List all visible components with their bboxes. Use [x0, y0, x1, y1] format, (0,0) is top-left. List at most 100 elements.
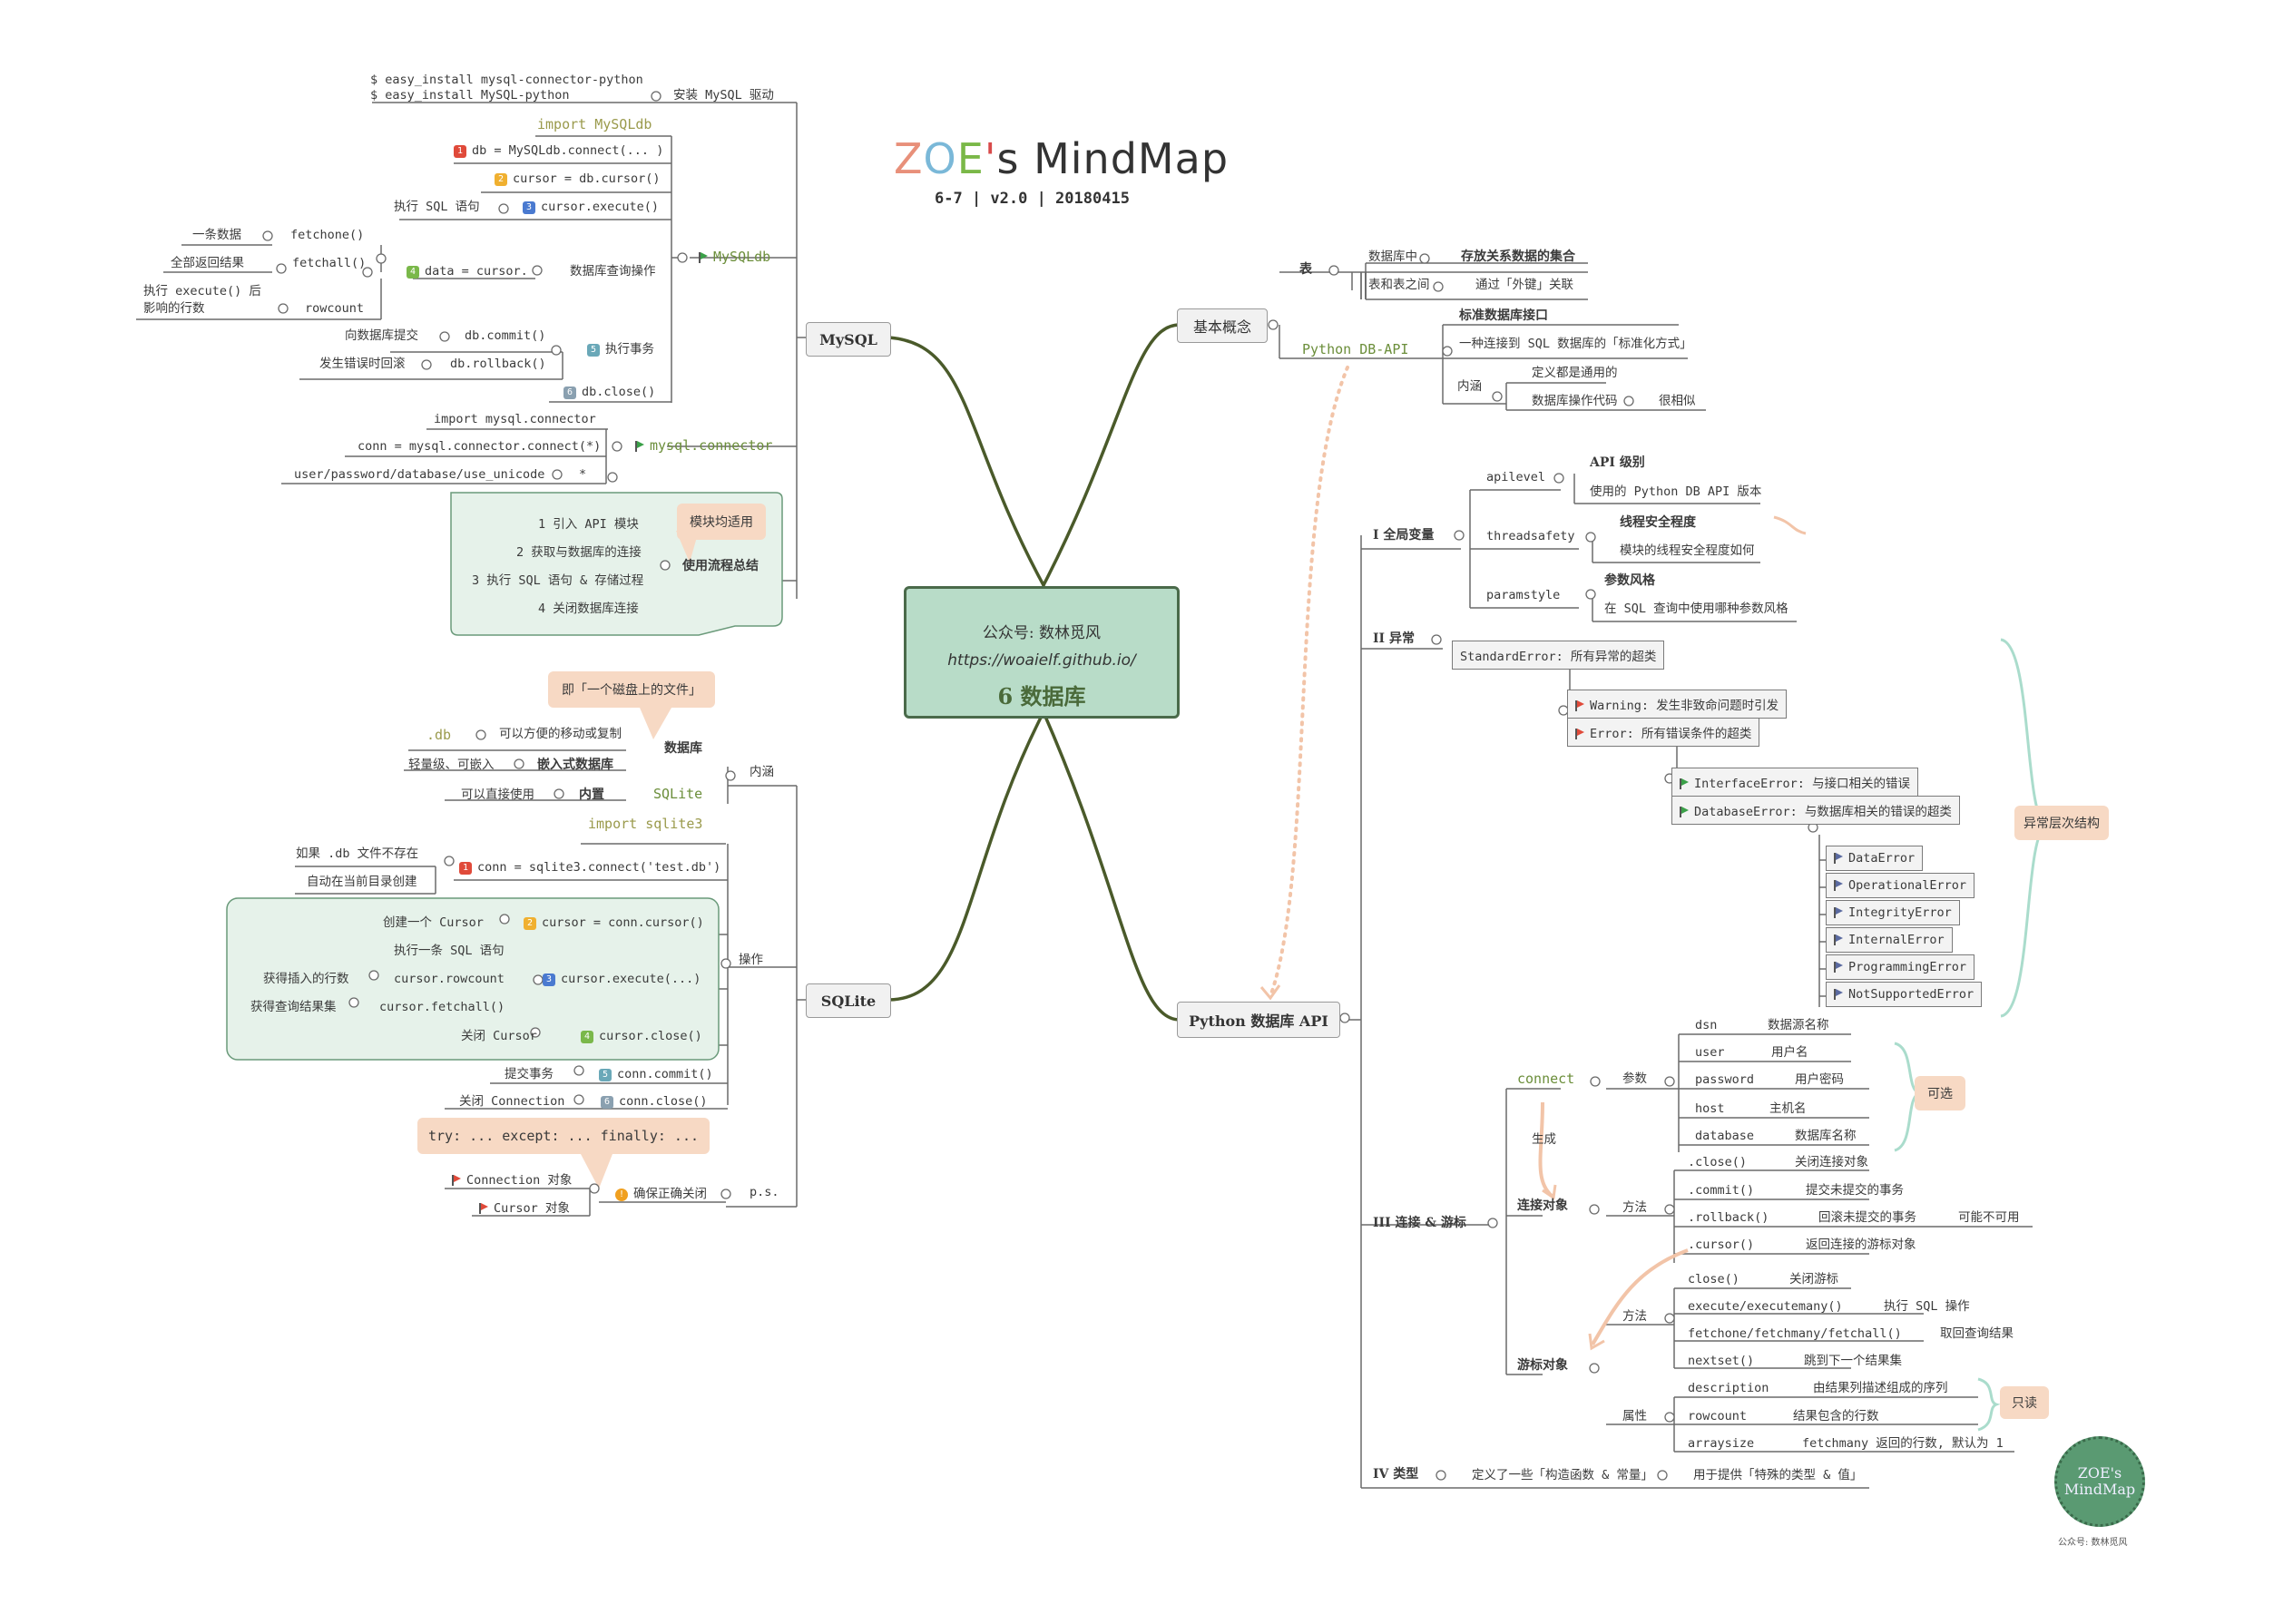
rowcount-desc2: 影响的行数 [143, 301, 205, 316]
direct-desc: 可以直接使用 [461, 788, 534, 802]
seal-line1: ZOE's [2077, 1463, 2122, 1482]
attr-rowcount: rowcount [1688, 1409, 1748, 1423]
step-6-icon: 6 [601, 1096, 613, 1109]
branch-sqlite[interactable]: SQLite [806, 983, 891, 1018]
cursor-obj-api: 游标对象 [1517, 1358, 1568, 1373]
conn-cursor: III 连接 & 游标 [1373, 1216, 1466, 1230]
types: IV 类型 [1373, 1467, 1419, 1482]
methods-cursor: 方法 [1622, 1309, 1647, 1324]
sub-error-5: ProgrammingError [1826, 954, 1975, 980]
iface-error: InterfaceError: 与接口相关的错误 [1671, 768, 1919, 797]
branch-concepts[interactable]: 基本概念 [1177, 308, 1268, 343]
database: 数据库 [664, 741, 702, 756]
std-iface: 标准数据库接口 [1459, 308, 1548, 323]
step-5-icon: 5 [587, 344, 600, 357]
ts-desc: 模块的线程安全程度如何 [1620, 543, 1755, 558]
blue-flag-icon [1834, 962, 1843, 973]
center-node[interactable]: 公众号: 数林觅风 https://woaielf.github.io/ 6 数… [904, 586, 1180, 719]
similar: 很相似 [1659, 394, 1696, 408]
summary-note: 模块均适用 [677, 504, 766, 540]
conn-obj-text: Connection 对象 [466, 1173, 573, 1188]
install-cmd2: $ easy_install MySQL-python [370, 88, 570, 103]
conn-method-close: .close() [1688, 1155, 1748, 1169]
step-4-icon: 4 [581, 1031, 593, 1043]
params-label: 参数 [1622, 1071, 1647, 1086]
star: * [579, 467, 587, 482]
connector-label-text: mysql.connector [650, 437, 773, 454]
ps-desc: 在 SQL 查询中使用哪种参数风格 [1604, 602, 1788, 616]
methods-conn: 方法 [1622, 1200, 1647, 1215]
install-label: 安装 MySQL 驱动 [673, 88, 774, 103]
connect: connect [1517, 1071, 1575, 1087]
install-cmd1: $ easy_install mysql-connector-python [370, 73, 643, 87]
conn-obj-api: 连接对象 [1517, 1198, 1568, 1213]
generic: 定义都是通用的 [1532, 366, 1618, 380]
apilevel: apilevel [1486, 470, 1546, 484]
builtin: 内置 [579, 788, 604, 802]
conn-method-rollback: .rollback() [1688, 1210, 1769, 1225]
red-flag-icon [479, 1203, 488, 1214]
sub-error-3: IntegrityError [1826, 900, 1960, 925]
cursor-method-fetch-desc: 取回查询结果 [1940, 1326, 2014, 1341]
summary-step3: 3 执行 SQL 语句 & 存储过程 [472, 573, 644, 588]
not-exist: 如果 .db 文件不存在 [296, 846, 419, 861]
cursor-method-close: close() [1688, 1272, 1739, 1286]
ensure-close: !确保正确关闭 [615, 1187, 707, 1201]
import-sqlite: import sqlite3 [588, 816, 703, 832]
branch-mysql[interactable]: MySQL [806, 322, 891, 357]
import-connector: import mysql.connector [434, 412, 596, 426]
close-cursor-text: cursor.close() [599, 1029, 702, 1043]
blue-flag-icon [1834, 989, 1843, 1000]
flag-icon [699, 252, 708, 263]
exec-sql: 执行 SQL 语句 [394, 200, 480, 214]
close-conn-desc: 关闭 Connection [459, 1094, 565, 1109]
readonly-note: 只读 [2000, 1386, 2049, 1419]
sqlite-label: SQLite [653, 786, 703, 802]
connector-label[interactable]: mysql.connector [635, 439, 772, 453]
conn-method-commit-desc: 提交未提交的事务 [1806, 1183, 1904, 1198]
inserted-rows: 获得插入的行数 [263, 972, 349, 986]
seal-line2: MindMap [2063, 1481, 2136, 1498]
operation: 操作 [739, 953, 763, 967]
apilevel-desc: 使用的 Python DB API 版本 [1590, 484, 1762, 499]
attr-description-desc: 由结果列描述组成的序列 [1813, 1381, 1948, 1395]
mysqldb-label[interactable]: MySQLdb [699, 250, 770, 264]
step-3-icon: 3 [543, 973, 555, 986]
trunk-to-concepts [1042, 323, 1181, 587]
sub-error-1: DataError [1826, 846, 1924, 871]
red-flag-icon [1575, 729, 1584, 739]
paramstyle: paramstyle [1486, 588, 1561, 602]
close-cursor-desc: 关闭 Cursor [461, 1029, 537, 1043]
red-flag-icon [1575, 700, 1584, 711]
param-dsn: dsn [1695, 1018, 1718, 1032]
conn-obj: Connection 对象 [452, 1173, 573, 1188]
step-1-icon: 1 [459, 862, 472, 875]
fetchone: fetchone() [290, 228, 365, 242]
db-error: DatabaseError: 与数据库相关的错误的超类 [1671, 796, 1960, 825]
ensure-close-text: 确保正确关闭 [633, 1187, 707, 1201]
cursor-method-close-desc: 关闭游标 [1789, 1272, 1838, 1286]
branch-api[interactable]: Python 数据库 API [1177, 1002, 1340, 1038]
exec-one: 执行一条 SQL 语句 [394, 944, 505, 958]
step-1-icon: 1 [454, 145, 466, 158]
in-db: 数据库中 [1368, 249, 1417, 264]
cursor-method-nextset-desc: 跳到下一个结果集 [1804, 1354, 1902, 1368]
step-6-icon: 6 [563, 386, 576, 399]
types-desc: 定义了一些「构造函数 & 常量」 [1472, 1468, 1653, 1482]
rowcount-desc1: 执行 execute() 后 [143, 284, 261, 298]
conn-method-close-desc: 关闭连接对象 [1795, 1155, 1868, 1169]
param-dsn-desc: 数据源名称 [1768, 1018, 1829, 1032]
query-op: 数据库查询操作 [570, 264, 656, 279]
commit: db.commit() [465, 328, 546, 343]
param-database: database [1695, 1129, 1755, 1143]
sqlite-fetchall: cursor.fetchall() [379, 1000, 505, 1014]
threadsafety: threadsafety [1486, 529, 1575, 543]
sub-error-text: InternalError [1848, 933, 1945, 947]
param-user-desc: 用户名 [1771, 1045, 1808, 1060]
